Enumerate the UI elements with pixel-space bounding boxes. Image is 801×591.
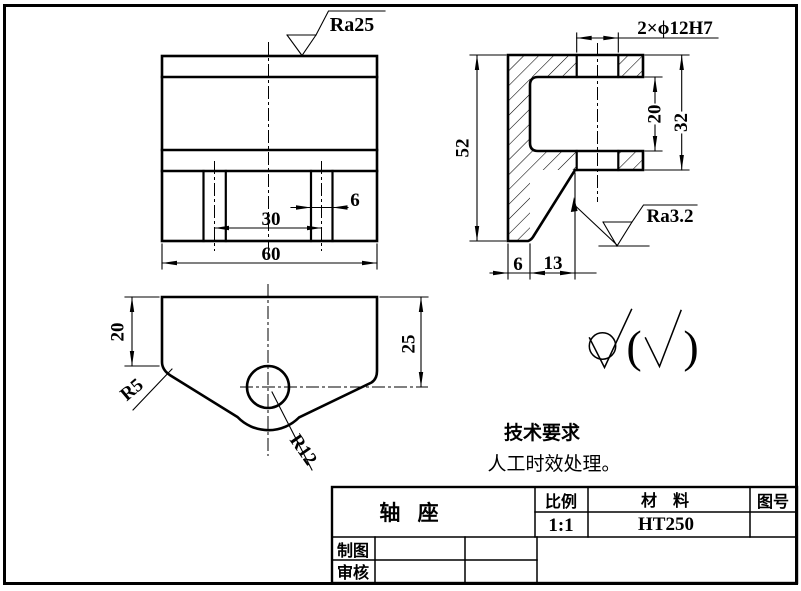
side-dim-wall-thickness-label: 6	[513, 254, 523, 275]
top-dim-left-depth-label: 20	[108, 323, 129, 342]
material-label: 材 料	[641, 491, 695, 510]
side-dim-holes-label: 2×ϕ12H7	[637, 18, 713, 39]
technical-requirements: 技术要求 人工时效处理。	[487, 421, 620, 475]
reviewed-label: 审核	[337, 563, 369, 582]
side-view: 52 2×ϕ12H7 20 32	[453, 18, 719, 280]
top-dim-left-depth: 20	[108, 296, 160, 367]
material-value: HT250	[638, 514, 694, 535]
top-dim-center-depth: 25	[379, 296, 429, 388]
front-dim-hole-spacing-label: 30	[262, 209, 281, 230]
side-dim-holes: 2×ϕ12H7	[576, 18, 719, 53]
front-dim-slot-width-label: 6	[350, 190, 360, 211]
tech-req-item: 人工时效处理。	[487, 453, 620, 475]
front-view: 6 30 60 Ra25	[160, 10, 386, 270]
side-dim-slot-height: 20	[644, 76, 666, 152]
front-dim-overall-width-label: 60	[262, 244, 281, 265]
side-dims-wall-rib: 6 13	[489, 172, 597, 280]
drafted-label: 制图	[337, 542, 369, 560]
drawing-number-label: 图号	[757, 493, 789, 511]
side-dim-overall-height: 52	[453, 54, 507, 242]
part-name: 轴 座	[379, 501, 444, 525]
roughness-ra32-label: Ra3.2	[647, 206, 694, 227]
roughness-ra25-label: Ra25	[330, 14, 374, 36]
scale-label: 比例	[545, 492, 577, 511]
scale-value: 1:1	[548, 515, 573, 536]
side-dim-slot-height-label: 20	[645, 105, 666, 124]
top-dim-center-depth-label: 25	[399, 335, 420, 354]
side-dim-flange-span-label: 32	[671, 113, 692, 132]
paren-open: (	[626, 321, 641, 372]
front-dim-overall-width: 60	[161, 243, 378, 270]
roughness-symbol-ra32: Ra3.2	[570, 197, 698, 248]
no-machining-symbol	[588, 308, 633, 370]
side-dim-rib-offset-label: 13	[544, 253, 563, 274]
side-dim-overall-height-label: 52	[453, 139, 474, 158]
roughness-symbol-ra25: Ra25	[286, 10, 386, 57]
paren-close: )	[683, 321, 698, 372]
basic-check-symbol	[644, 309, 682, 369]
title-block: 轴 座 比例 1:1 材 料 HT250 图号 制图 审核	[330, 485, 799, 585]
surface-finish-note: ( )	[588, 308, 699, 372]
side-dim-flange-span: 32	[644, 54, 692, 171]
tech-req-heading: 技术要求	[504, 421, 581, 444]
front-dim-hole-spacing: 30	[213, 209, 323, 231]
front-dim-slot-width: 6	[290, 190, 360, 211]
